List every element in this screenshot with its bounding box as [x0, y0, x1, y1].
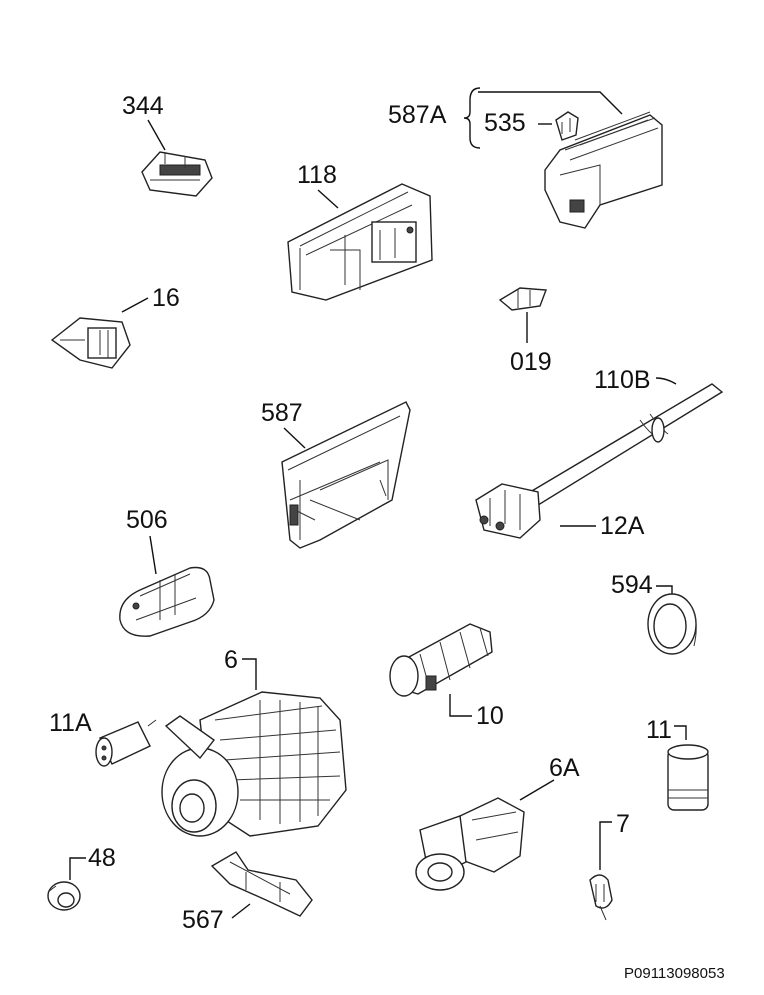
label-506: 506: [126, 506, 168, 534]
label-587A: 587A: [388, 101, 447, 129]
part-535: 535: [484, 109, 579, 141]
part-6: 6: [161, 646, 347, 837]
part-7: 7: [589, 810, 630, 921]
part-10: 10: [389, 623, 504, 730]
part-567: 567: [182, 851, 313, 934]
label-12A: 12A: [600, 512, 645, 540]
label-6A: 6A: [549, 754, 580, 782]
part-118: 118: [287, 161, 433, 301]
part-110B: 110B: [518, 366, 724, 511]
part-019: 019: [498, 287, 552, 376]
label-587: 587: [261, 399, 303, 427]
part-594: 594: [611, 571, 697, 655]
label-10: 10: [476, 702, 504, 730]
label-110B: 110B: [594, 366, 651, 394]
part-11: 11: [646, 716, 709, 811]
label-344: 344: [122, 92, 164, 120]
part-12A: 12A: [475, 483, 645, 540]
part-587A: 587A: [388, 87, 663, 229]
part-6A: 6A: [415, 754, 580, 891]
part-344: 344: [122, 92, 213, 197]
part-48: 48: [47, 844, 116, 911]
part-506: 506: [119, 506, 215, 637]
label-535: 535: [484, 109, 526, 137]
label-118: 118: [297, 161, 337, 189]
label-11: 11: [646, 716, 672, 744]
label-7: 7: [616, 810, 630, 838]
part-587: 587: [261, 399, 411, 549]
drawing-code: P09113098053: [624, 965, 725, 982]
part-11A: 11A: [49, 709, 157, 767]
label-567: 567: [182, 906, 224, 934]
label-11A: 11A: [49, 709, 92, 737]
label-48: 48: [88, 844, 116, 872]
label-594: 594: [611, 571, 653, 599]
label-16: 16: [152, 284, 180, 312]
label-6: 6: [224, 646, 238, 674]
label-019: 019: [510, 348, 552, 376]
part-16: 16: [50, 284, 180, 369]
